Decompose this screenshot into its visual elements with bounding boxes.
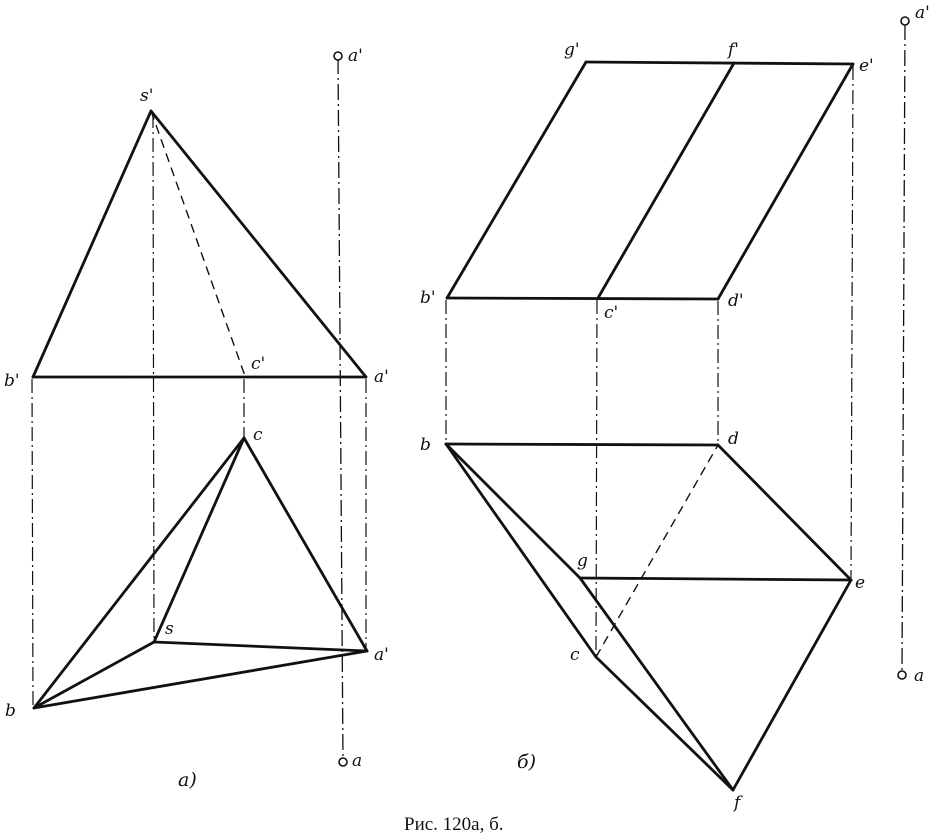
label-s: s xyxy=(165,619,174,639)
label-g-prime: g' xyxy=(564,40,580,60)
axis-point-a xyxy=(338,757,348,767)
edge-g-f xyxy=(578,576,735,792)
edge-e-prime-d-prime xyxy=(716,62,855,301)
label-f: f xyxy=(732,793,743,813)
figure-b-prism: g' f' e' a' b' c' d' b d g e c f a б) xyxy=(420,3,930,813)
edge-b-g xyxy=(444,442,582,580)
label-c: c xyxy=(253,425,263,445)
edge-s-prime-a-prime xyxy=(149,109,368,379)
edge-b-d xyxy=(444,442,720,447)
edge-g-prime-b-prime xyxy=(445,60,588,300)
edge-g-e xyxy=(578,576,853,582)
edge-e-f xyxy=(731,578,853,792)
projection-line-c xyxy=(595,299,598,656)
edge-c-a xyxy=(242,436,369,653)
label-b: b xyxy=(420,435,431,455)
axis-point-a-prime xyxy=(900,16,910,26)
hidden-edge-s-prime-c-prime xyxy=(150,110,246,377)
label-f-prime: f' xyxy=(726,40,739,60)
edge-s-b xyxy=(32,640,156,710)
axis-point-a-prime xyxy=(333,51,343,61)
projection-line-e xyxy=(850,65,854,579)
label-e-prime: e' xyxy=(859,56,874,76)
label-b-prime: b' xyxy=(420,288,436,308)
edge-b-prime-d-prime xyxy=(445,296,720,301)
figure-caption: Рис. 120а, б. xyxy=(404,814,504,835)
edge-d-e xyxy=(716,443,853,582)
label-a-axis: a xyxy=(352,751,362,771)
projection-line-b xyxy=(31,378,34,707)
label-s-prime: s' xyxy=(140,86,153,106)
label-c-prime: c' xyxy=(604,303,618,323)
label-a-axis: a xyxy=(914,666,924,686)
edge-b-a xyxy=(32,649,369,710)
label-b: b xyxy=(5,701,16,721)
axis-a-line xyxy=(337,57,344,761)
subcaption-a: а) xyxy=(178,769,197,791)
label-e: e xyxy=(855,573,865,593)
label-d-prime: d' xyxy=(728,291,744,311)
edge-f-prime-c-prime xyxy=(596,61,736,300)
figure-a-pyramid: s' b' c' a' a' c s a' b a а) xyxy=(4,46,389,791)
edge-s-c xyxy=(152,436,246,644)
edge-s-a xyxy=(152,640,369,653)
edge-g-prime-e-prime xyxy=(584,60,855,66)
edge-c-f xyxy=(594,655,735,792)
label-d: d xyxy=(728,429,739,449)
label-c-prime: c' xyxy=(251,354,265,374)
label-a-prime-front: a' xyxy=(374,367,389,387)
edge-b-c xyxy=(32,436,246,710)
label-a-prime-axis: a' xyxy=(348,46,363,66)
subcaption-b: б) xyxy=(517,751,536,773)
axis-point-a xyxy=(897,670,907,680)
edge-s-prime-b-prime xyxy=(31,109,153,379)
label-c: c xyxy=(570,645,580,665)
label-a-prime-axis: a' xyxy=(915,3,930,23)
label-g: g xyxy=(577,551,588,571)
hidden-edge-c-d xyxy=(595,444,719,658)
label-b-prime: b' xyxy=(4,371,20,391)
axis-a-line xyxy=(901,23,906,673)
edge-b-c xyxy=(444,442,598,659)
label-a-horizontal: a' xyxy=(374,645,389,665)
